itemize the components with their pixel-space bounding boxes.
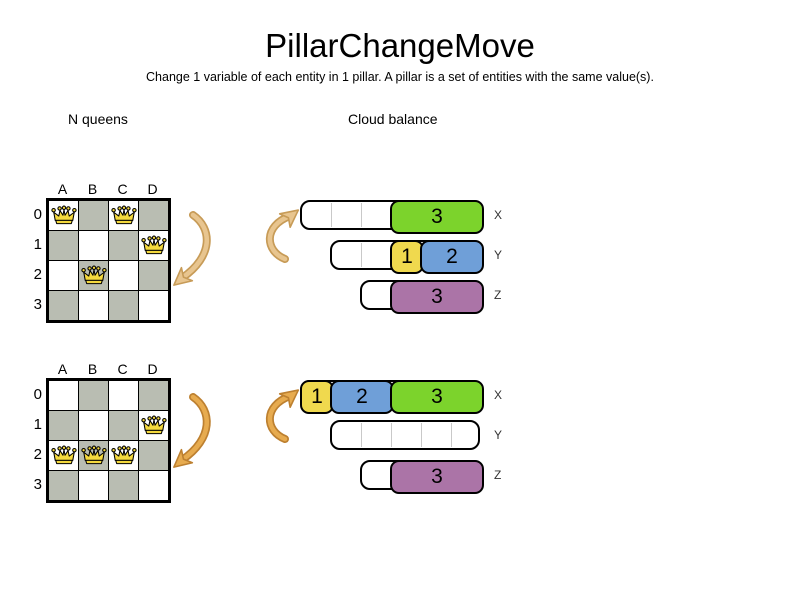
cell-c3	[108, 290, 139, 321]
computer-label-x-before: X	[494, 208, 503, 222]
process-block-1: 1	[390, 240, 424, 274]
cell-a3	[48, 290, 79, 321]
queen-icon	[78, 440, 109, 471]
column-label-b: B	[87, 361, 99, 377]
cell-c0	[108, 380, 139, 411]
slot-divider	[451, 423, 452, 447]
computer-bar-y-after: Y	[330, 420, 502, 450]
chessboard-after: A B C D 0 1 2 3	[34, 361, 171, 503]
slot-divider	[361, 423, 362, 447]
cell-c2	[108, 260, 139, 291]
column-label-c: C	[117, 361, 129, 377]
column-label-d: D	[147, 361, 159, 377]
queen-icon	[48, 440, 79, 471]
chessboard-before: A B C D 0 1 2 3	[34, 181, 171, 323]
row-label-0: 0	[33, 386, 42, 403]
queen-icon	[138, 230, 169, 261]
row-label-3: 3	[33, 296, 42, 313]
cloud-balance-heading: Cloud balance	[348, 111, 438, 127]
crown-glyph	[110, 445, 137, 465]
cell-c3	[108, 470, 139, 501]
move-arrow-nqueens-top-icon	[173, 211, 211, 286]
computer-label-z-before: Z	[494, 288, 502, 302]
cell-d2	[138, 440, 169, 471]
column-label-d: D	[147, 181, 159, 197]
crown-glyph	[50, 205, 77, 225]
process-block-3: 3	[390, 280, 484, 314]
computer-label-y-after: Y	[494, 428, 503, 442]
crown-glyph	[140, 235, 167, 255]
page-title: PillarChangeMove	[265, 27, 535, 64]
cell-c2	[108, 440, 139, 471]
column-label-b: B	[87, 181, 99, 197]
cell-d2	[138, 260, 169, 291]
column-label-a: A	[57, 361, 69, 377]
row-label-3: 3	[33, 476, 42, 493]
row-label-2: 2	[33, 266, 42, 283]
queen-icon	[138, 410, 169, 441]
move-arrow-cloud-bottom-icon	[265, 389, 300, 443]
row-label-0: 0	[33, 206, 42, 223]
row-label-1: 1	[33, 236, 42, 253]
slot-divider	[421, 423, 422, 447]
move-arrow-nqueens-bottom-icon	[173, 393, 211, 468]
cell-b3	[78, 470, 109, 501]
column-label-c: C	[117, 181, 129, 197]
cell-b1	[78, 410, 109, 441]
slot-divider	[331, 203, 332, 227]
crown-glyph	[80, 445, 107, 465]
process-block-3: 3	[390, 380, 484, 414]
cell-d3	[138, 470, 169, 501]
queen-icon	[108, 200, 139, 231]
slot-divider	[361, 203, 362, 227]
computer-label-x-after: X	[494, 388, 503, 402]
column-label-a: A	[57, 181, 69, 197]
cell-d3	[138, 290, 169, 321]
slot-divider	[361, 243, 362, 267]
queen-icon	[48, 200, 79, 231]
cell-a0	[48, 380, 79, 411]
queen-icon	[108, 440, 139, 471]
nqueens-heading: N queens	[68, 111, 128, 127]
process-block-1: 1	[300, 380, 334, 414]
process-block-2: 2	[330, 380, 394, 414]
row-label-2: 2	[33, 446, 42, 463]
cell-b0	[78, 380, 109, 411]
row-label-1: 1	[33, 416, 42, 433]
cell-c1	[108, 230, 139, 261]
crown-glyph	[110, 205, 137, 225]
cell-b1	[78, 230, 109, 261]
cell-b0	[78, 200, 109, 231]
move-arrow-cloud-top-icon	[265, 209, 300, 263]
process-block-3: 3	[390, 460, 484, 494]
cell-a0	[48, 200, 79, 231]
crown-glyph	[80, 265, 107, 285]
cell-d0	[138, 200, 169, 231]
process-block-3: 3	[390, 200, 484, 234]
cell-b3	[78, 290, 109, 321]
crown-glyph	[50, 445, 77, 465]
slot-divider	[391, 423, 392, 447]
cell-a1	[48, 410, 79, 441]
cell-a1	[48, 230, 79, 261]
cell-a2	[48, 260, 79, 291]
process-block-2: 2	[420, 240, 484, 274]
crown-glyph	[140, 415, 167, 435]
computer-label-y-before: Y	[494, 248, 503, 262]
computer-label-z-after: Z	[494, 468, 502, 482]
cell-c1	[108, 410, 139, 441]
queen-icon	[78, 260, 109, 291]
cell-d0	[138, 380, 169, 411]
cell-a3	[48, 470, 79, 501]
page-subtitle: Change 1 variable of each entity in 1 pi…	[146, 70, 654, 84]
